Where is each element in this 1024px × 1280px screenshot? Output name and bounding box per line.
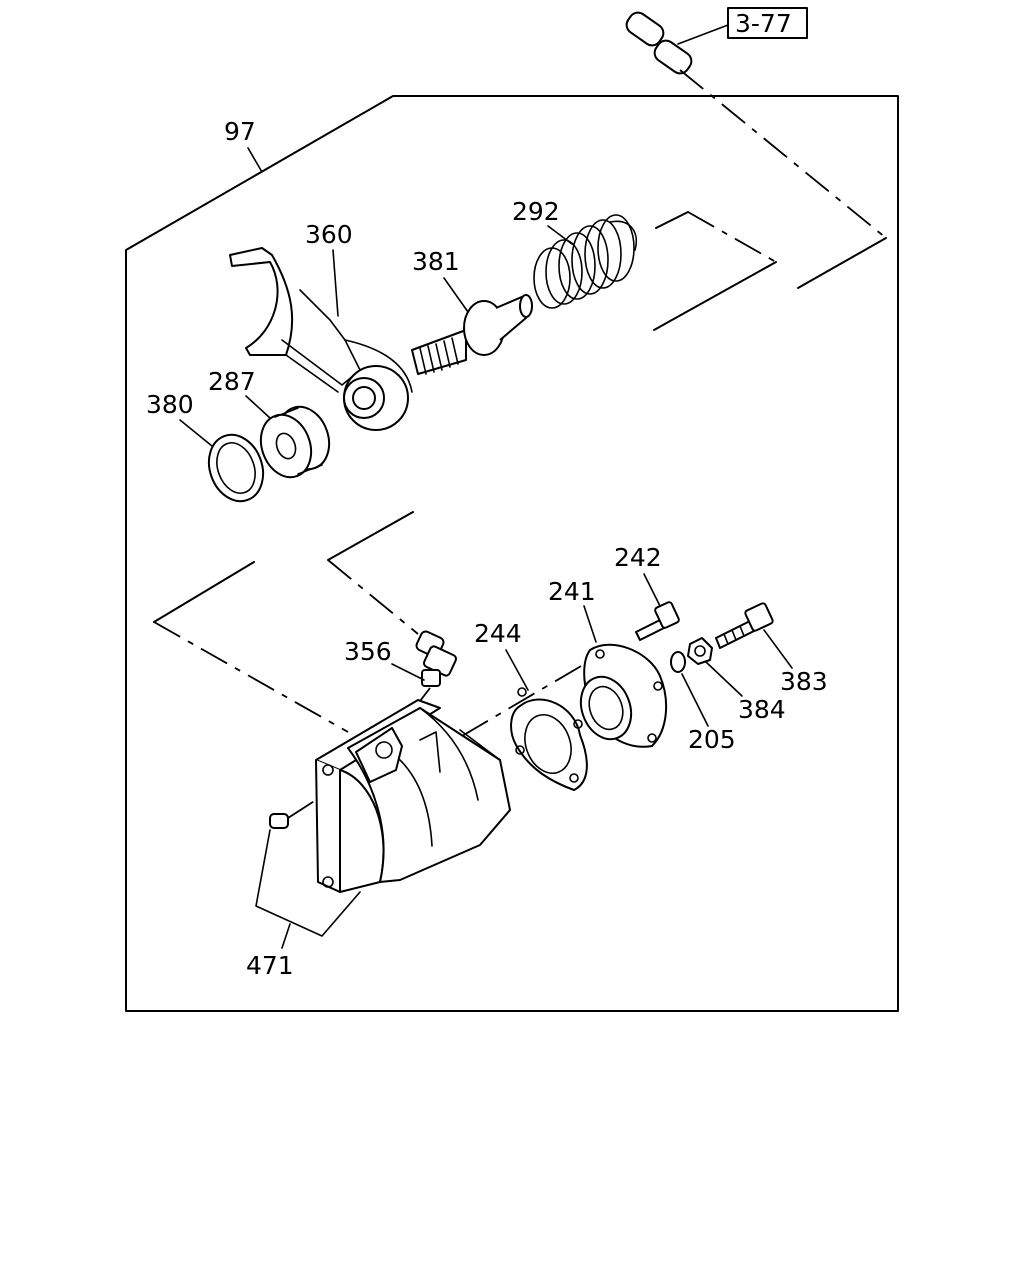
label-356: 356 bbox=[344, 637, 392, 666]
leader-380 bbox=[179, 419, 213, 447]
bracket-line-b bbox=[687, 211, 777, 263]
return-spring bbox=[533, 214, 637, 309]
leader-97 bbox=[247, 147, 263, 173]
assembly-frame bbox=[125, 95, 899, 1012]
leader-383 bbox=[763, 629, 793, 669]
label-205: 205 bbox=[688, 725, 736, 754]
leader-384 bbox=[705, 661, 743, 697]
leader-360 bbox=[332, 249, 339, 317]
bracket-line-f bbox=[153, 561, 255, 623]
leader-287 bbox=[245, 395, 271, 419]
leader-471 bbox=[281, 923, 291, 949]
bracket-line-upper-right bbox=[797, 237, 887, 289]
coupler-part bbox=[625, 11, 693, 75]
label-384: 384 bbox=[738, 695, 786, 724]
leader-241 bbox=[583, 605, 597, 643]
label-381: 381 bbox=[412, 247, 460, 276]
cylinder-housing bbox=[315, 699, 511, 893]
label-471: 471 bbox=[246, 951, 294, 980]
assembly-axis bbox=[461, 661, 589, 737]
leader-205 bbox=[681, 673, 709, 727]
shift-fork bbox=[229, 247, 413, 431]
leader-356 bbox=[391, 663, 425, 681]
leader-line-reference bbox=[679, 69, 887, 239]
drain-plug bbox=[269, 799, 317, 829]
lock-nut bbox=[687, 637, 713, 665]
leader-242 bbox=[643, 573, 661, 607]
piston bbox=[259, 405, 331, 479]
bracket-line-c bbox=[653, 261, 777, 331]
leader-381 bbox=[443, 277, 469, 313]
bracket-line-g bbox=[153, 621, 349, 733]
reference-label: 3-77 bbox=[735, 9, 792, 38]
label-97: 97 bbox=[224, 117, 256, 146]
adjusting-bolt bbox=[715, 602, 774, 649]
cover-bolt bbox=[635, 601, 680, 641]
bracket-line-d bbox=[327, 511, 414, 561]
washer bbox=[670, 651, 686, 673]
push-rod bbox=[411, 294, 533, 375]
seal-ring bbox=[207, 433, 265, 503]
end-cover bbox=[579, 643, 668, 748]
label-383: 383 bbox=[780, 667, 828, 696]
label-380: 380 bbox=[146, 390, 194, 419]
label-287: 287 bbox=[208, 367, 256, 396]
leader-292 bbox=[547, 225, 573, 245]
label-292: 292 bbox=[512, 197, 560, 226]
reference-callout[interactable]: 3-77 bbox=[677, 7, 808, 45]
leader-244 bbox=[505, 649, 529, 691]
label-242: 242 bbox=[614, 543, 662, 572]
gasket bbox=[510, 687, 588, 791]
label-360: 360 bbox=[305, 220, 353, 249]
leader-471-bracket bbox=[255, 829, 361, 937]
bracket-line-a bbox=[655, 211, 689, 229]
label-241: 241 bbox=[548, 577, 596, 606]
bracket-line-e bbox=[327, 559, 419, 635]
label-244: 244 bbox=[474, 619, 522, 648]
